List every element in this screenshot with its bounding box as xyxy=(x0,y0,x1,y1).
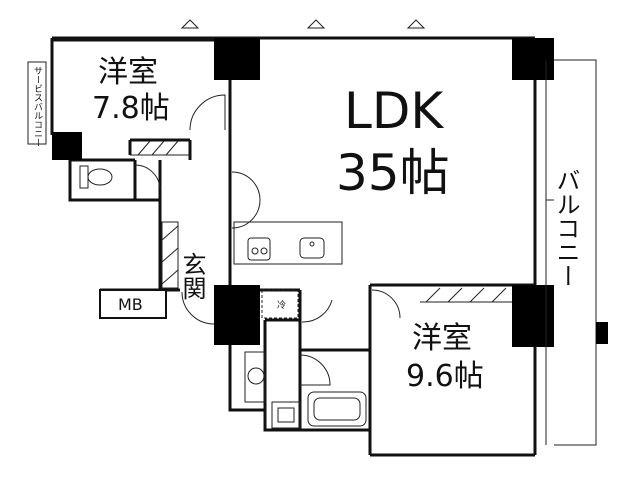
room-size-western-1: 7.8帖 xyxy=(92,91,170,126)
balcony-area xyxy=(545,59,608,446)
shoe-cabinet xyxy=(161,221,179,289)
structural-pillars xyxy=(52,38,554,347)
closet-hatch-1 xyxy=(130,140,190,156)
closet-hatch-2 xyxy=(420,287,512,303)
toilet-icon xyxy=(79,165,113,189)
meter-box xyxy=(99,289,167,319)
room-name-western-2: 洋室 xyxy=(412,321,472,356)
fridge-label: 冷 xyxy=(277,299,286,311)
balcony-label: バルコニー xyxy=(552,168,580,288)
service-balcony-label: サービスバルコニー xyxy=(32,66,43,147)
fridge-space xyxy=(261,289,299,319)
room-size-ldk: 35帖 xyxy=(336,144,450,202)
room-name-ldk: LDK xyxy=(344,82,444,140)
meter-box-label: MB xyxy=(118,295,143,314)
bathtub-icon xyxy=(307,391,367,427)
room-name-entrance: 玄関 xyxy=(178,252,206,300)
room-name-western-1: 洋室 xyxy=(98,55,158,90)
washbasin-icon xyxy=(244,351,266,403)
laundry-pan-icon xyxy=(271,401,301,429)
window-markers xyxy=(180,19,426,29)
room-size-western-2: 9.6帖 xyxy=(406,359,484,394)
service-balcony-area xyxy=(27,61,47,145)
door-swings xyxy=(134,94,401,386)
kitchen-counter xyxy=(233,221,343,265)
